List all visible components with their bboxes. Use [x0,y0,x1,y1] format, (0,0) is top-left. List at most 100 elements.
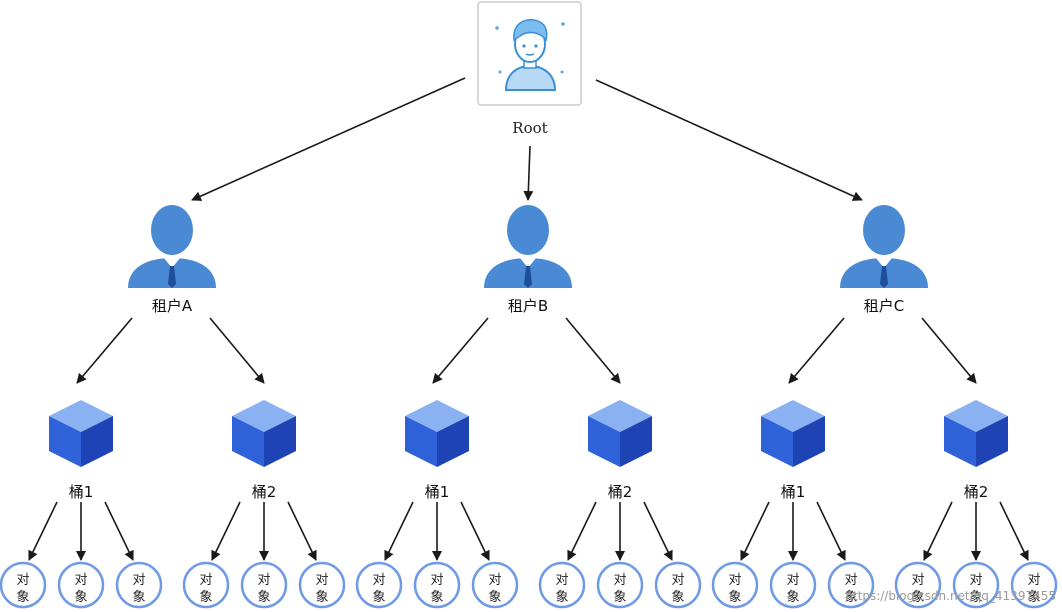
object-circle [1010,561,1058,609]
bucket-to-object-arrow [104,501,134,561]
object-node: 对象 [355,561,403,609]
object-label: 对象 [257,573,270,605]
bucket-label: 桶1 [781,483,806,501]
object-label: 对象 [199,573,212,605]
object-node: 对象 [538,561,586,609]
object-circle [0,561,47,609]
bucket-to-object-arrow [460,501,490,561]
bucket-label: 桶1 [69,483,94,501]
object-circle [115,561,163,609]
object-label: 对象 [315,573,328,605]
root-label: Root [512,119,547,137]
object-label: 对象 [372,573,385,605]
object-node: 对象 [654,561,702,609]
object-label: 对象 [488,573,501,605]
object-label: 对象 [132,573,145,605]
object-label: 对象 [671,573,684,605]
tenant-node: 租户C 桶1 对象 对象 对象 桶2 对象 对象 对象 [711,205,1058,609]
object-circle [298,561,346,609]
tenant-to-bucket-arrow [921,317,977,384]
root-to-tenant-arrow [595,79,863,201]
object-node: 对象 [894,561,942,609]
bucket-to-object-arrow [28,501,58,561]
object-node: 对象 [298,561,346,609]
bucket-cube-icon [761,400,825,467]
object-node: 对象 [115,561,163,609]
bucket-to-object-arrow [816,501,846,561]
tenant-to-bucket-arrow [565,317,621,384]
object-circle [240,561,288,609]
object-label: 对象 [16,573,29,605]
object-label: 对象 [911,573,924,605]
object-circle [182,561,230,609]
object-node: 对象 [1010,561,1058,609]
object-node: 对象 [711,561,759,609]
tenant-to-bucket-arrow [788,317,845,384]
bucket-cube-icon [49,400,113,467]
object-node: 对象 [0,561,47,609]
bucket-to-object-arrow [211,501,241,561]
object-label: 对象 [844,573,857,605]
root-to-tenant-arrow [191,77,466,201]
object-label: 对象 [430,573,443,605]
object-label: 对象 [74,573,87,605]
object-circle [57,561,105,609]
connector-arrows [28,77,1029,561]
object-circle [894,561,942,609]
bucket-to-object-arrow [567,501,597,561]
bucket-label: 桶1 [425,483,450,501]
tenant-label: 租户A [152,297,193,315]
tenant-label: 租户C [864,297,904,315]
tenant-node: 租户A 桶1 对象 对象 对象 桶2 对象 对象 对象 [0,205,346,609]
tenant-label: 租户B [508,297,548,315]
object-circle [355,561,403,609]
object-node: 对象 [57,561,105,609]
bucket-to-object-arrow [287,501,317,561]
object-circle [654,561,702,609]
root-to-tenant-arrow [523,145,534,201]
object-label: 对象 [613,573,626,605]
tenant-user-icon [840,205,928,288]
bucket-label: 桶2 [608,483,633,501]
object-node: 对象 [952,561,1000,609]
object-circle [769,561,817,609]
bucket-to-object-arrow [740,501,770,561]
object-node: 对象 [240,561,288,609]
tenant-layer: 租户A桶1对象对象对象桶2对象对象对象租户B桶1对象对象对象桶2对象对象对象租户… [0,205,1058,609]
object-label: 对象 [728,573,741,605]
object-node: 对象 [471,561,519,609]
tenant-user-icon [484,205,572,288]
bucket-cube-icon [405,400,469,467]
tenant-user-icon [128,205,216,288]
tenant-to-bucket-arrow [209,317,265,384]
bucket-label: 桶2 [252,483,277,501]
object-label: 对象 [1027,573,1040,605]
object-circle [413,561,461,609]
tenant-to-bucket-arrow [432,317,489,384]
bucket-to-object-arrow [384,501,414,561]
object-circle [952,561,1000,609]
bucket-cube-icon [944,400,1008,467]
object-label: 对象 [555,573,568,605]
object-label: 对象 [786,573,799,605]
bucket-cube-icon [232,400,296,467]
object-node: 对象 [413,561,461,609]
bucket-to-object-arrow [923,501,953,561]
bucket-label: 桶2 [964,483,989,501]
bucket-to-object-arrow [999,501,1029,561]
object-label: 对象 [969,573,982,605]
object-circle [711,561,759,609]
object-circle [827,561,875,609]
object-circle [538,561,586,609]
tenant-node: 租户B 桶1 对象 对象 对象 桶2 对象 对象 对象 [355,205,702,609]
bucket-cube-icon [588,400,652,467]
root-node: Root [477,1,582,137]
object-node: 对象 [596,561,644,609]
root-user-icon [495,19,565,91]
object-node: 对象 [827,561,875,609]
object-circle [596,561,644,609]
bucket-to-object-arrow [643,501,673,561]
object-circle [471,561,519,609]
object-node: 对象 [769,561,817,609]
